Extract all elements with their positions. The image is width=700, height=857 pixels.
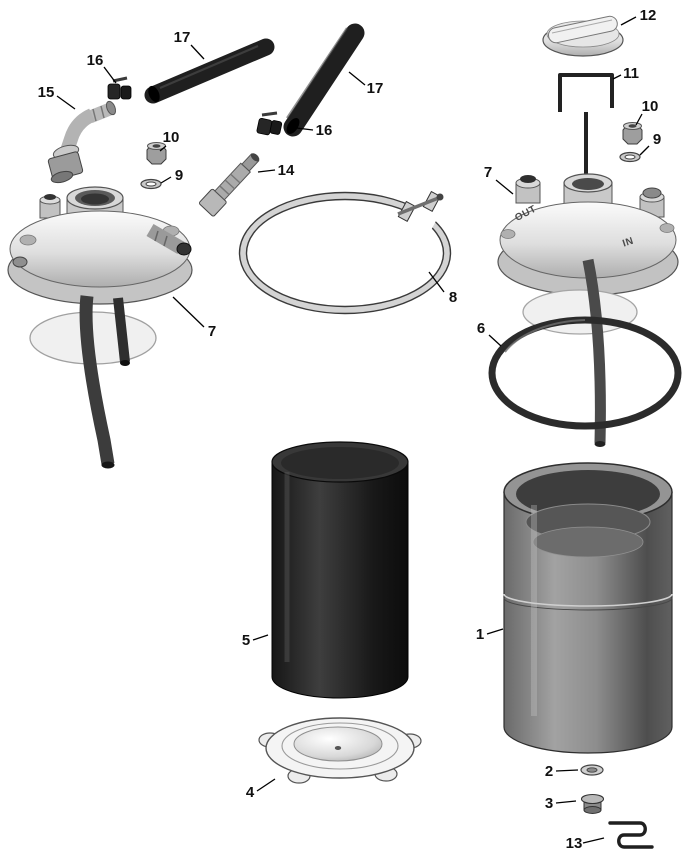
callout-label-17-right: 17 [367,80,384,97]
standpipe-right [582,258,606,447]
hose-17-left [144,38,275,104]
callout-label-8: 8 [449,289,457,306]
callout-9-left: 9 [160,167,183,184]
washer-9-left [140,178,162,190]
callout-9-right: 9 [639,131,661,156]
callout-3: 3 [545,795,577,812]
callout-label-2: 2 [545,763,553,780]
callout-label-16-right: 16 [316,122,333,139]
callout-4: 4 [246,778,276,801]
callout-11: 11 [612,65,639,82]
base-plate-4 [258,717,422,784]
filter-element-5 [271,441,409,699]
o-ring-6 [488,316,682,430]
callout-12: 12 [620,7,657,26]
hose-17-right [283,23,365,137]
nut-10-right [622,122,643,145]
callout-label-1: 1 [476,626,484,643]
elbow-fitting-15 [47,100,117,184]
callout-7-right: 7 [484,164,514,195]
port-label-in: IN [621,236,635,250]
vent-cap-12 [542,15,624,57]
callout-16-left: 16 [87,52,117,84]
callout-label-9-left: 9 [175,167,183,184]
hose-clamp-16-right [256,111,283,136]
canister-1 [503,462,673,754]
callout-label-16-left: 16 [87,52,104,69]
callout-label-7-left: 7 [208,323,216,340]
callout-label-13: 13 [566,835,583,852]
washer-9-right [619,151,641,163]
callout-16-right: 16 [287,122,333,139]
callout-5: 5 [242,632,269,649]
callout-label-9-right: 9 [653,131,661,148]
callout-17-left: 17 [174,29,205,60]
callout-1: 1 [476,626,504,643]
drain-washer-2 [580,764,604,776]
barb-fitting-14 [199,153,260,217]
callout-label-7-right: 7 [484,164,492,181]
callout-label-12: 12 [640,7,657,24]
callout-label-14: 14 [278,162,295,179]
filter-head-left [7,186,193,305]
callout-label-3: 3 [545,795,553,812]
callout-label-11: 11 [623,65,639,82]
callout-13: 13 [566,835,605,852]
pickup-tubes-left [79,295,130,469]
callout-10-left: 10 [159,129,180,152]
callout-label-10-left: 10 [163,129,180,146]
callout-7-left: 7 [172,296,216,340]
callout-label-17-left: 17 [174,29,191,46]
callout-label-4: 4 [246,784,255,801]
drain-plug-3 [580,793,605,814]
callout-15: 15 [38,84,76,110]
callout-6: 6 [477,320,502,347]
callout-label-10-right: 10 [642,98,659,115]
callout-label-15: 15 [38,84,55,101]
hose-clamp-16-left [107,76,132,100]
retainer-clip-13 [608,821,654,849]
callout-10-right: 10 [635,98,659,126]
callout-8: 8 [428,271,457,306]
nut-10-left [146,142,167,165]
callout-2: 2 [545,763,579,780]
callout-label-5: 5 [242,632,250,649]
callout-14: 14 [257,162,295,179]
lift-handle-11 [558,73,614,180]
clamp-band-8 [238,189,452,315]
callout-17-right: 17 [348,71,384,97]
callout-label-6: 6 [477,320,485,337]
